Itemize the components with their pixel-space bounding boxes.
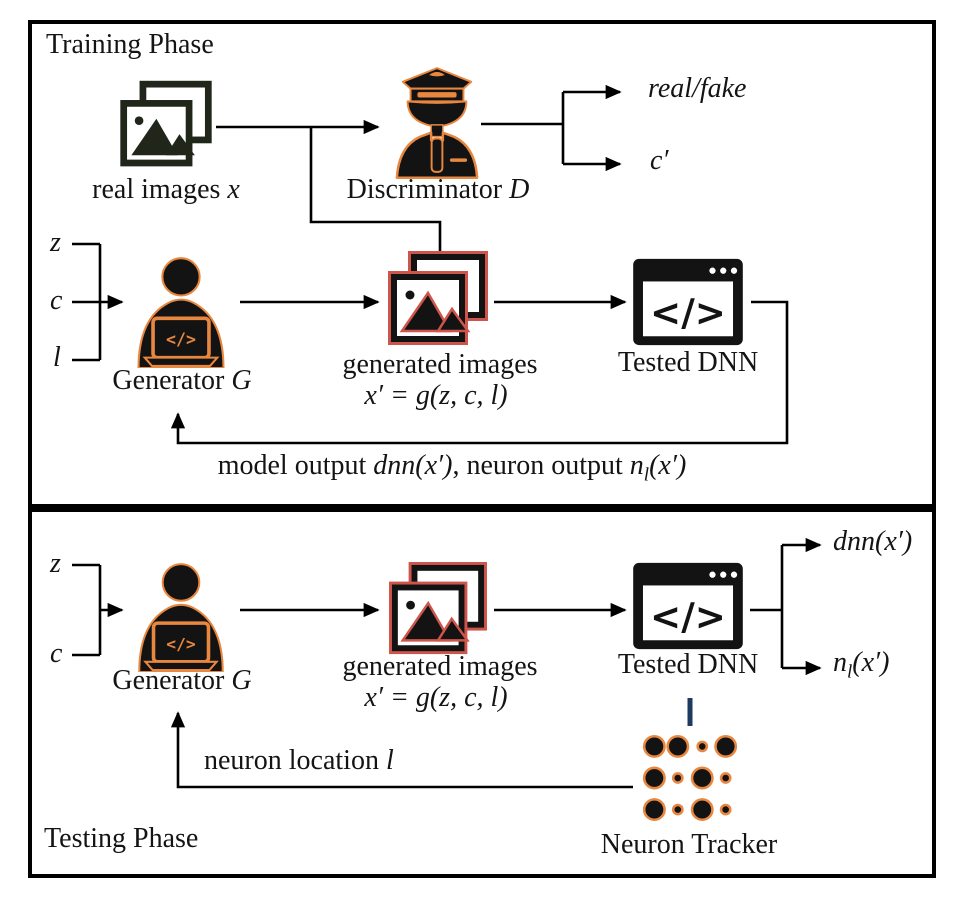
generated-images-formula-train: x′ = g(z, c, l) — [364, 380, 508, 411]
generator-icon-test: </> — [138, 563, 224, 672]
output-dnn: dnn(x′) — [833, 526, 913, 557]
generator-icon-train: </> — [137, 257, 225, 368]
feedback-label-train: model output dnn(x′), neuron output nl(x… — [217, 450, 687, 486]
generated-images-formula-test: x′ = g(z, c, l) — [364, 682, 508, 713]
real-images-icon — [120, 80, 212, 167]
generated-images-label-test: generated images — [342, 651, 538, 682]
generated-images-label-train: generated images — [342, 349, 538, 380]
input-l-train: l — [53, 342, 61, 373]
real-images-label: real images x — [92, 174, 240, 205]
testing-phase-label: Testing Phase — [44, 823, 199, 854]
tested-dnn-icon-test: </> — [633, 562, 743, 650]
input-c-train: c — [50, 285, 63, 316]
neuron-tracker-label: Neuron Tracker — [600, 829, 778, 860]
generator-label-train: Generator G — [112, 365, 252, 396]
training-phase-box — [28, 20, 936, 508]
input-z-test: z — [50, 548, 61, 579]
input-c-test: c — [50, 638, 63, 669]
discriminator-icon — [395, 67, 479, 179]
training-phase-label: Training Phase — [46, 29, 214, 60]
output-neuron: nl(x′) — [833, 647, 890, 683]
tested-dnn-icon-train: </> — [633, 258, 743, 346]
svg-text:</>: </> — [650, 594, 726, 638]
generated-images-icon-train — [388, 251, 488, 345]
generator-label-test: Generator G — [112, 665, 252, 696]
neuron-location-label: neuron location l — [204, 745, 394, 776]
generated-images-icon-test — [389, 562, 487, 655]
svg-text:</>: </> — [650, 290, 726, 334]
testing-phase-box — [28, 508, 936, 878]
tested-dnn-label-train: Tested DNN — [617, 347, 759, 378]
input-z-train: z — [50, 227, 61, 258]
svg-text:</>: </> — [166, 635, 196, 654]
svg-text:</>: </> — [166, 330, 196, 349]
output-c-prime: c′ — [650, 145, 669, 176]
neuron-tracker-icon — [642, 734, 738, 822]
tested-dnn-label-test: Tested DNN — [617, 649, 759, 680]
output-real-fake: real/fake — [648, 73, 747, 104]
discriminator-label: Discriminator D — [346, 174, 530, 205]
